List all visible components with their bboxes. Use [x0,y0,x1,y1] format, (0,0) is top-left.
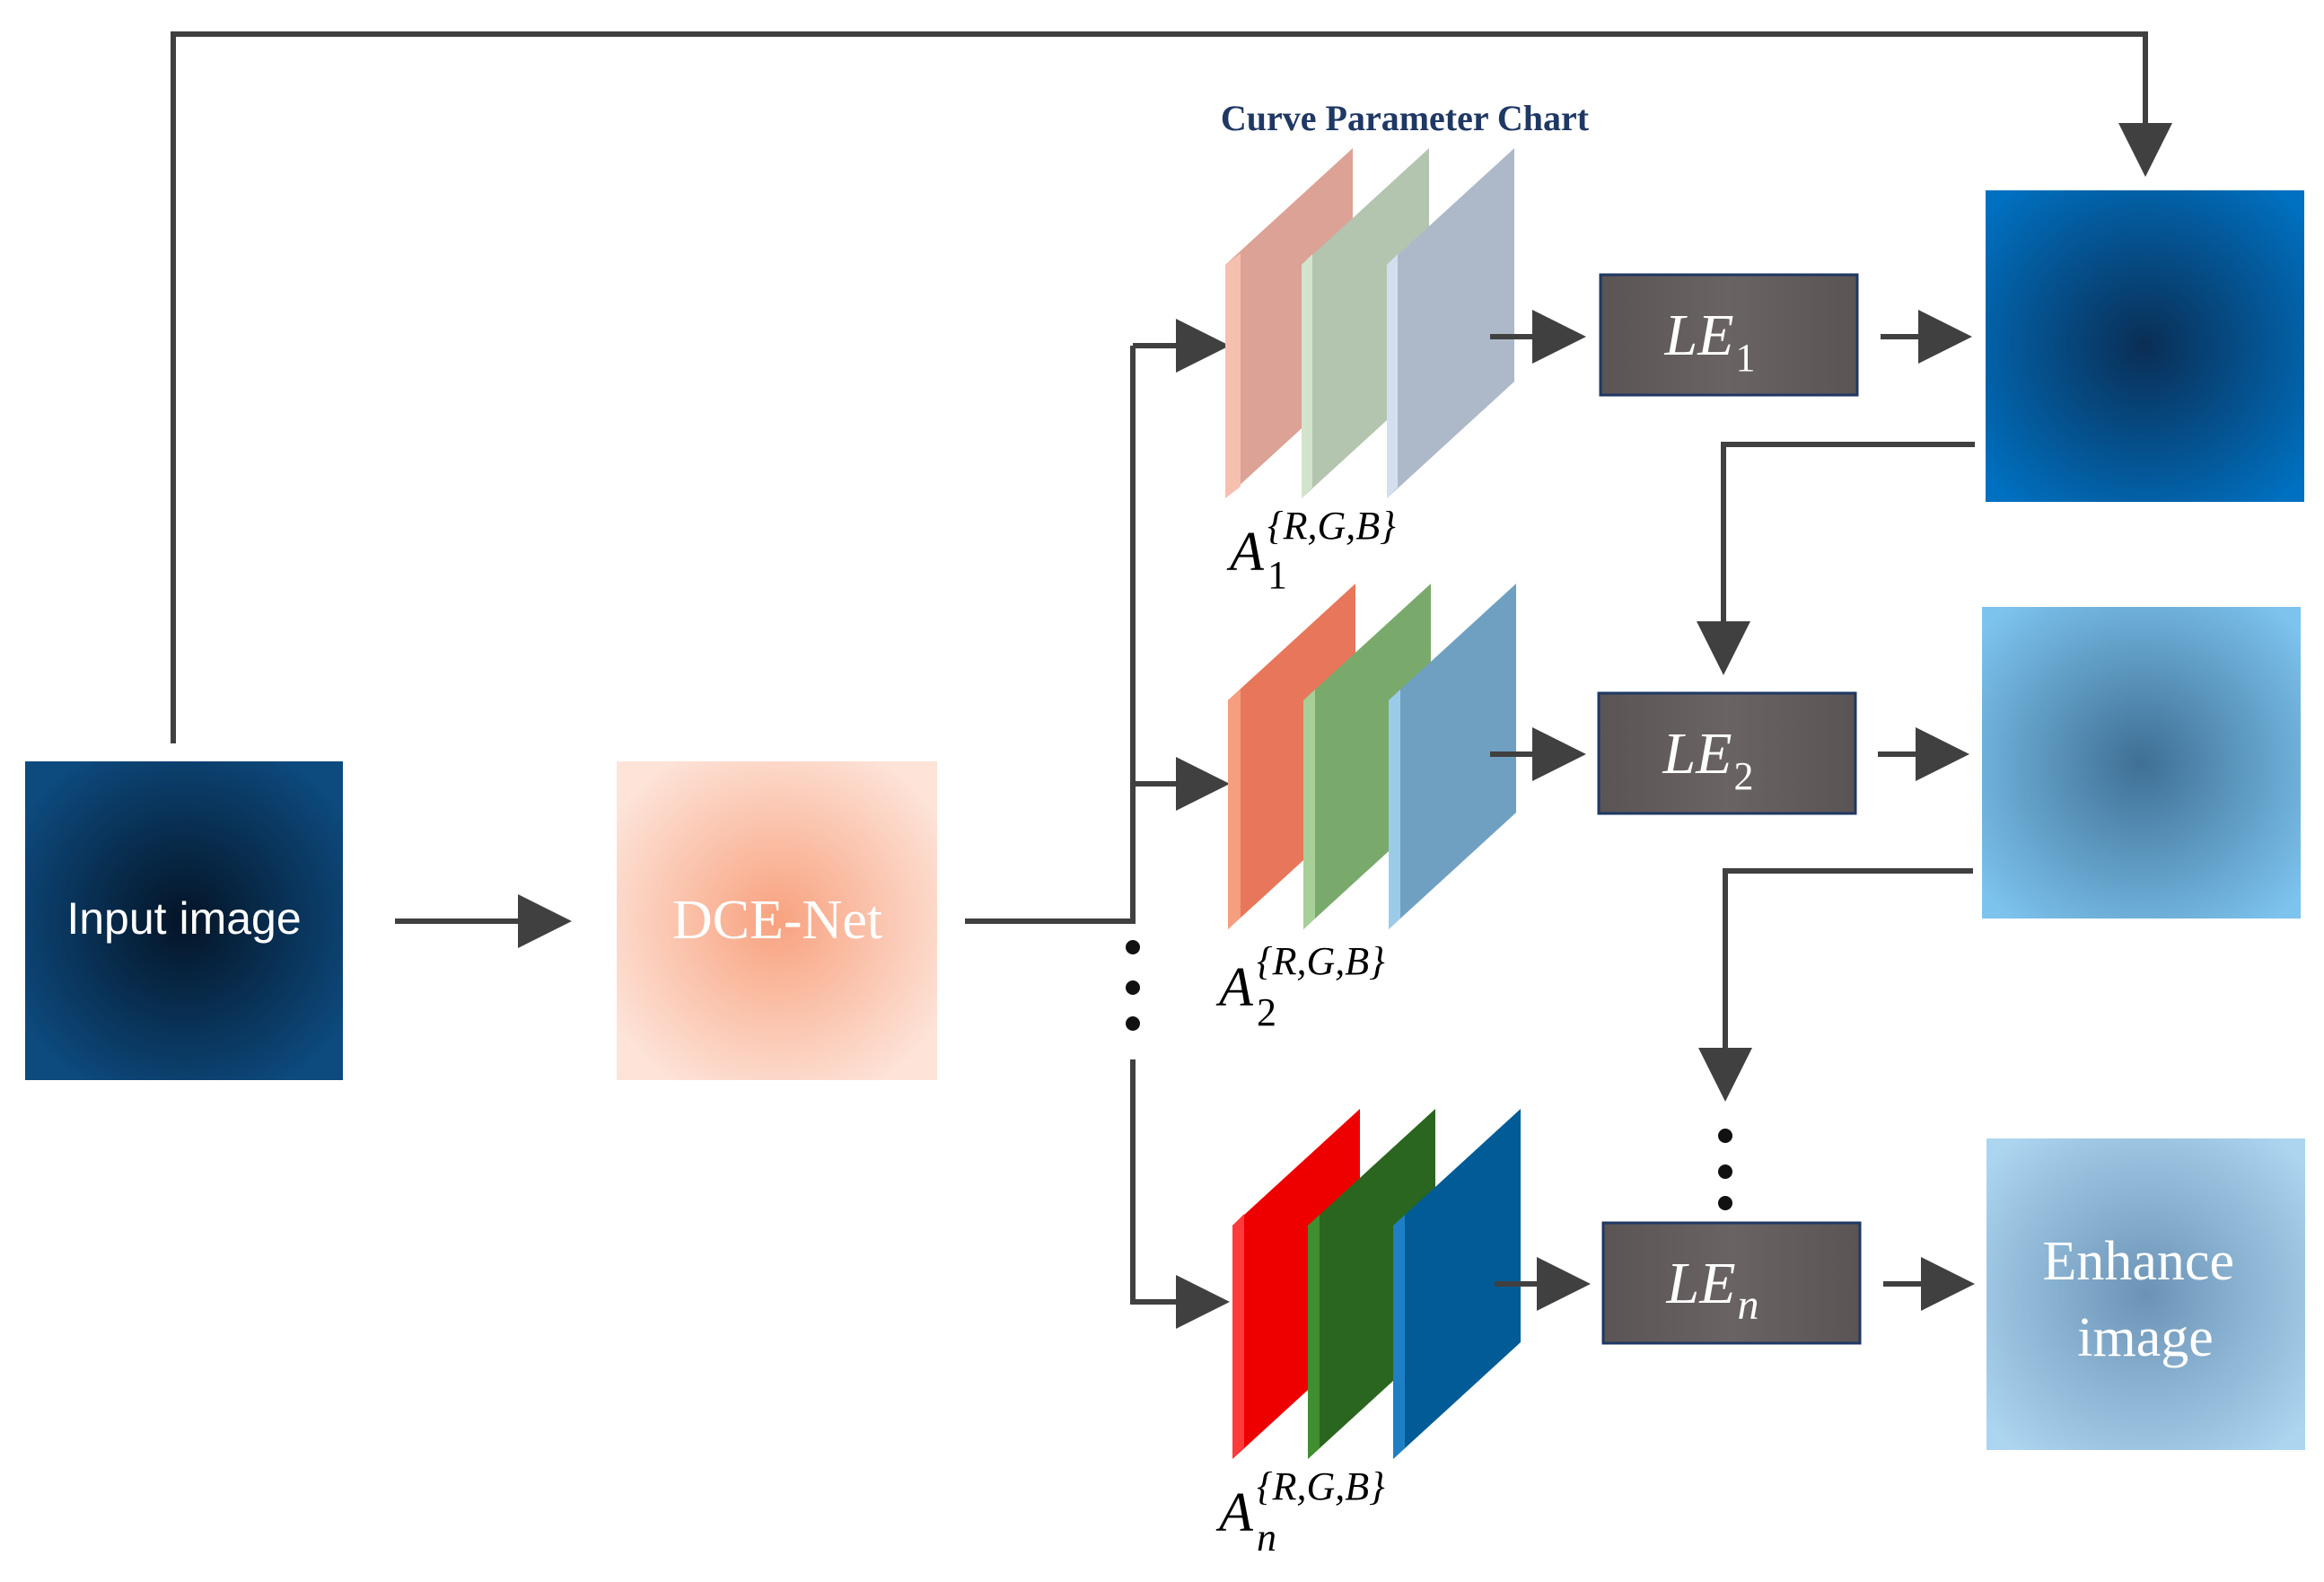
ellipsis-dot [1126,940,1140,954]
param-map-blue-n [1393,1109,1521,1459]
dcenet-label: DCE-Net [672,890,882,951]
skip-connection-line [171,31,2172,743]
le-box-2: LE2 [1597,691,1857,815]
curve-parameter-chart-title: Curve Parameter Chart [1221,98,1590,138]
input-image-label: Input image [66,893,301,944]
feedback-output1-to-le2 [1697,442,1975,675]
ellipsis-dot [1718,1196,1732,1210]
ellipsis-dot [1718,1165,1732,1179]
ellipsis-dot [1126,980,1140,995]
a-label-n: A{R,G,B}n [1215,1464,1385,1560]
enhance-image-box [1986,1138,2305,1450]
parameter-map-stack-2 [1228,584,1516,929]
ellipsis-dot [1126,1016,1140,1031]
input-image-box [25,761,343,1080]
parameter-map-stack-1 [1225,148,1514,498]
svg-text:LEn: LEn [1665,1251,1758,1329]
enhance-image-label: Enhance image [2043,1231,2249,1368]
feedback-output2-to-next [1698,868,1973,1102]
parameter-map-stack-n [1232,1109,1521,1459]
a-label-2: A{R,G,B}2 [1215,939,1385,1034]
param-map-blue-1 [1387,148,1514,498]
a-label-1: A{R,G,B}1 [1226,504,1396,597]
param-map-red-2 [1228,584,1355,929]
svg-text:LE2: LE2 [1662,721,1753,798]
branch-trunk-line [965,346,1136,924]
stage1-output-box [1986,190,2304,502]
ellipsis-dot [1718,1129,1732,1143]
dcenet-box [617,761,937,1080]
branch-lower-line [1130,1059,1230,1329]
param-map-blue-2 [1389,584,1516,929]
stage2-output-box [1982,607,2301,918]
svg-text:LE1: LE1 [1663,303,1755,380]
le-box-1: LE1 [1599,273,1859,397]
le-box-n: LEn [1601,1221,1862,1345]
param-map-green-2 [1303,584,1431,929]
